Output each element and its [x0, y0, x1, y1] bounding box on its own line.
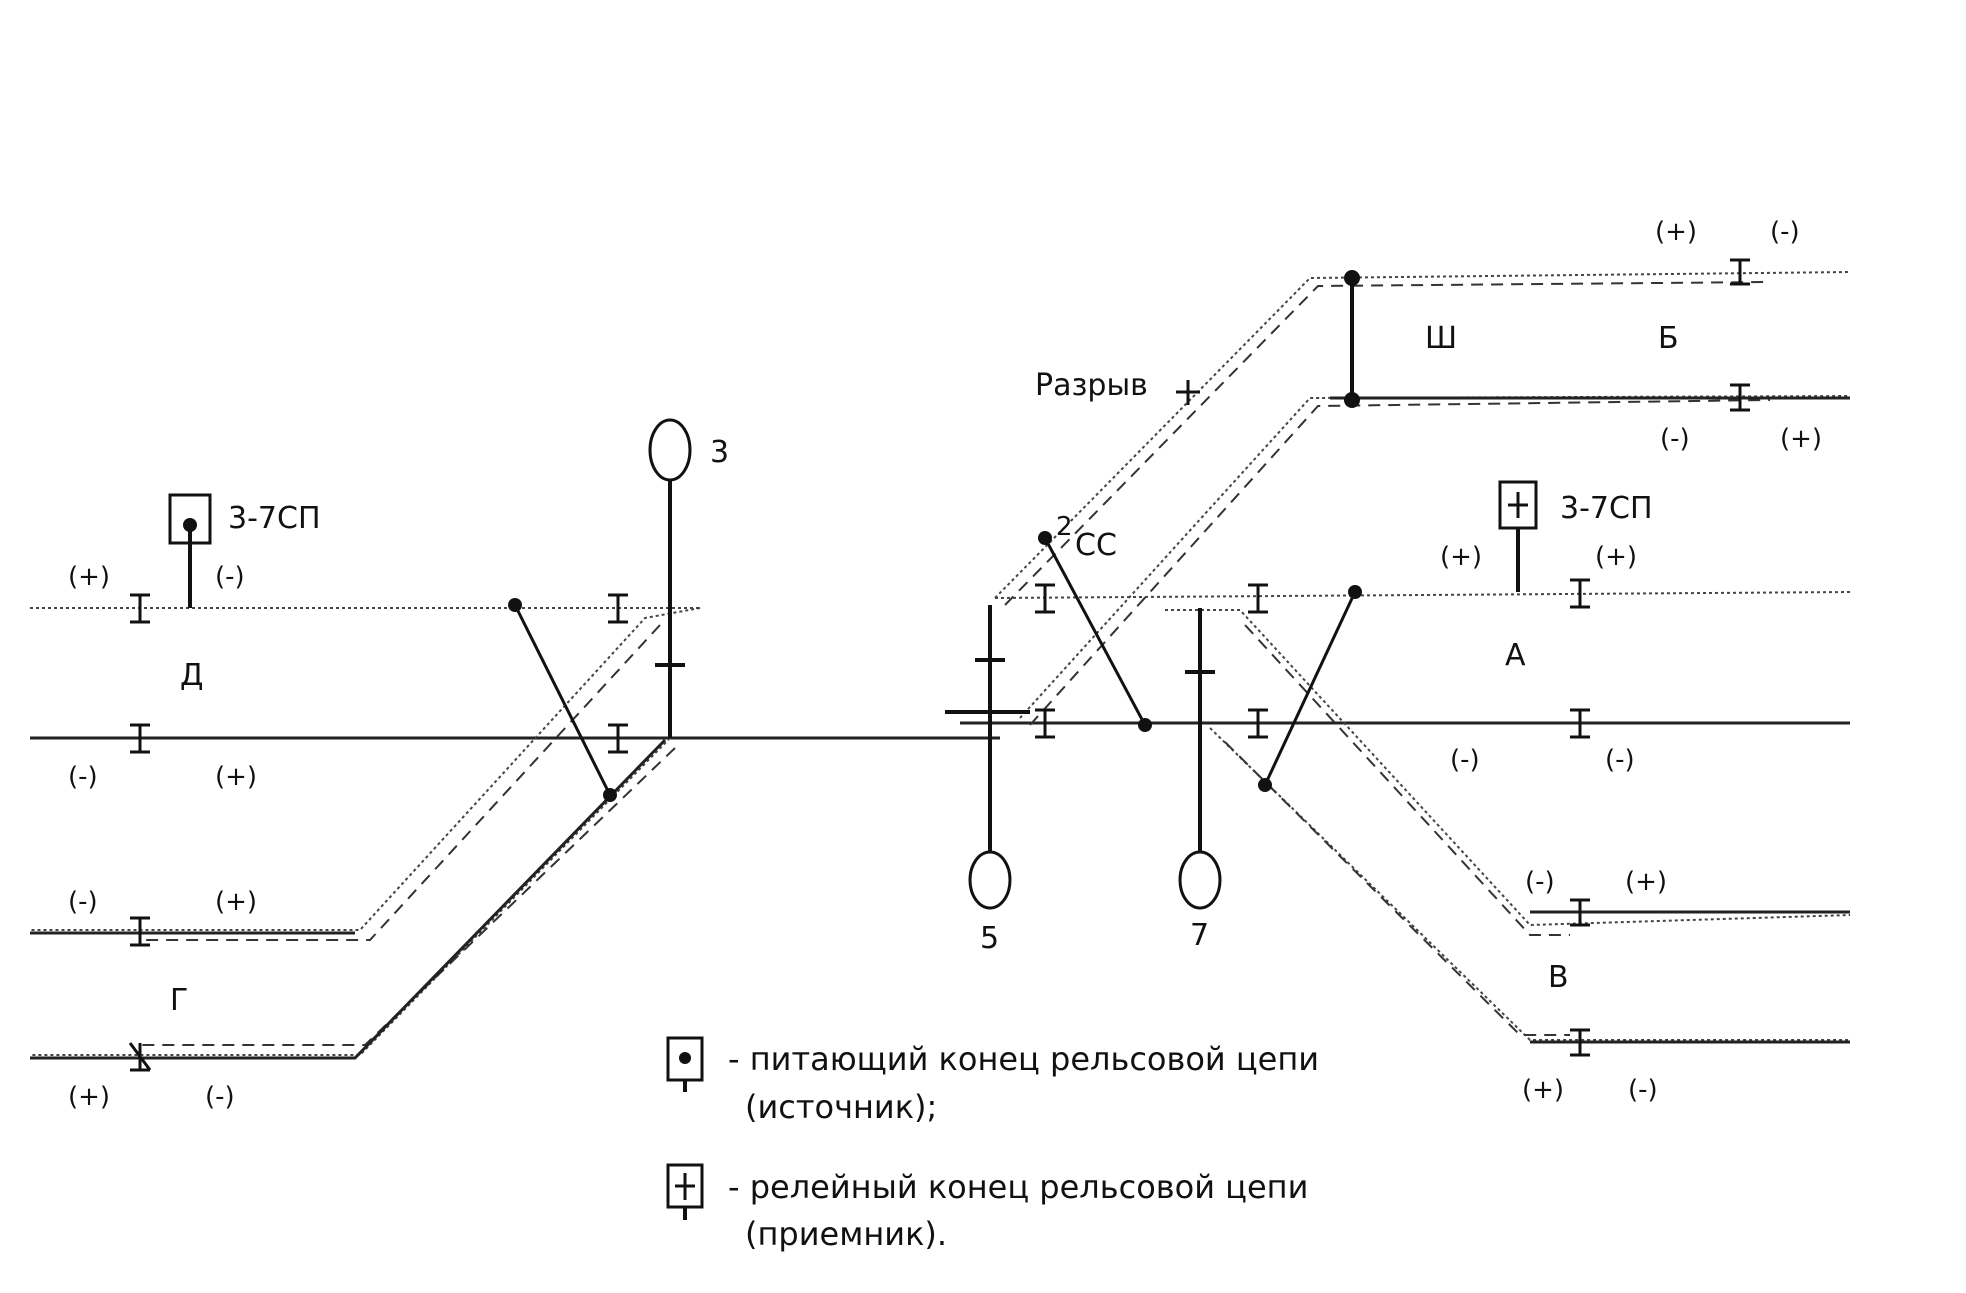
turnout-3-rails [30, 607, 701, 1060]
break-label: Разрыв [1035, 368, 1148, 403]
polarity-b-upper-left: (+) [1655, 217, 1697, 247]
section-a-label: А [1505, 638, 1526, 673]
polarity-v-lower-right: (-) [1628, 1075, 1658, 1105]
polarity-g-lower-right: (-) [205, 1082, 235, 1112]
section-g-label: Г [170, 983, 188, 1018]
polarity-a-upper-right: (+) [1595, 542, 1637, 572]
polarity-a-upper-left: (+) [1440, 542, 1482, 572]
circuit-label-left: 3-7СП [228, 501, 321, 536]
track-a-upper-rail [994, 591, 1851, 599]
signal-7-label: 7 [1190, 918, 1209, 953]
insulating-joints-left [128, 593, 628, 1072]
legend-relay-line1: - релейный конец рельсовой цепи [728, 1168, 1308, 1206]
ss-label: СС [1075, 528, 1117, 563]
signal-3-label: 3 [710, 435, 729, 470]
polarity-v-lower-left: (+) [1522, 1075, 1564, 1105]
polarity-d-lower-right: (+) [215, 762, 257, 792]
polarity-b-lower-left: (-) [1660, 424, 1690, 454]
signal-5-label: 5 [980, 921, 999, 956]
polarity-g-upper-right: (+) [215, 887, 257, 917]
polarity-d-upper-right: (-) [215, 562, 245, 592]
legend-relay-icon [666, 1163, 704, 1220]
legend-feed-icon [666, 1036, 704, 1092]
jumper-turnout-3 [508, 598, 617, 802]
break-mark [1176, 380, 1200, 405]
polarity-g-lower-left: (+) [68, 1082, 110, 1112]
insulating-joints-right [1035, 258, 1750, 1057]
polarity-b-upper-right: (-) [1770, 217, 1800, 247]
signal-3 [648, 418, 692, 738]
legend-relay-line2: (приемник). [745, 1215, 947, 1253]
section-v-label: В [1548, 960, 1569, 995]
relay-end-box-right [1498, 480, 1538, 592]
polarity-d-upper-left: (+) [68, 562, 110, 592]
circuit-label-right: 3-7СП [1560, 491, 1653, 526]
jumper-ss [1038, 531, 1152, 732]
section-d-label: Д [180, 658, 203, 693]
polarity-b-lower-right: (+) [1780, 424, 1822, 454]
polarity-a-lower-left: (-) [1450, 745, 1480, 775]
ss-mark: 2 [1056, 512, 1073, 542]
jumper-sh [1344, 270, 1360, 408]
legend-feed-line2: (источник); [745, 1088, 937, 1126]
polarity-v-upper-right: (+) [1625, 867, 1667, 897]
section-sh-label: Ш [1425, 321, 1457, 356]
polarity-a-lower-right: (-) [1605, 745, 1635, 775]
signal-5 [945, 605, 1030, 910]
feed-end-box-left [168, 493, 212, 608]
section-b-label: Б [1658, 321, 1679, 356]
legend-feed-line1: - питающий конец рельсовой цепи [728, 1040, 1319, 1078]
signal-7 [1178, 608, 1222, 910]
polarity-d-lower-left: (-) [68, 762, 98, 792]
turnout-ss-rails [994, 271, 1851, 726]
polarity-g-upper-left: (-) [68, 887, 98, 917]
polarity-v-upper-left: (-) [1525, 867, 1555, 897]
jumper-turnout-7 [1258, 585, 1362, 792]
turnout-7-rails [1165, 609, 1851, 1044]
